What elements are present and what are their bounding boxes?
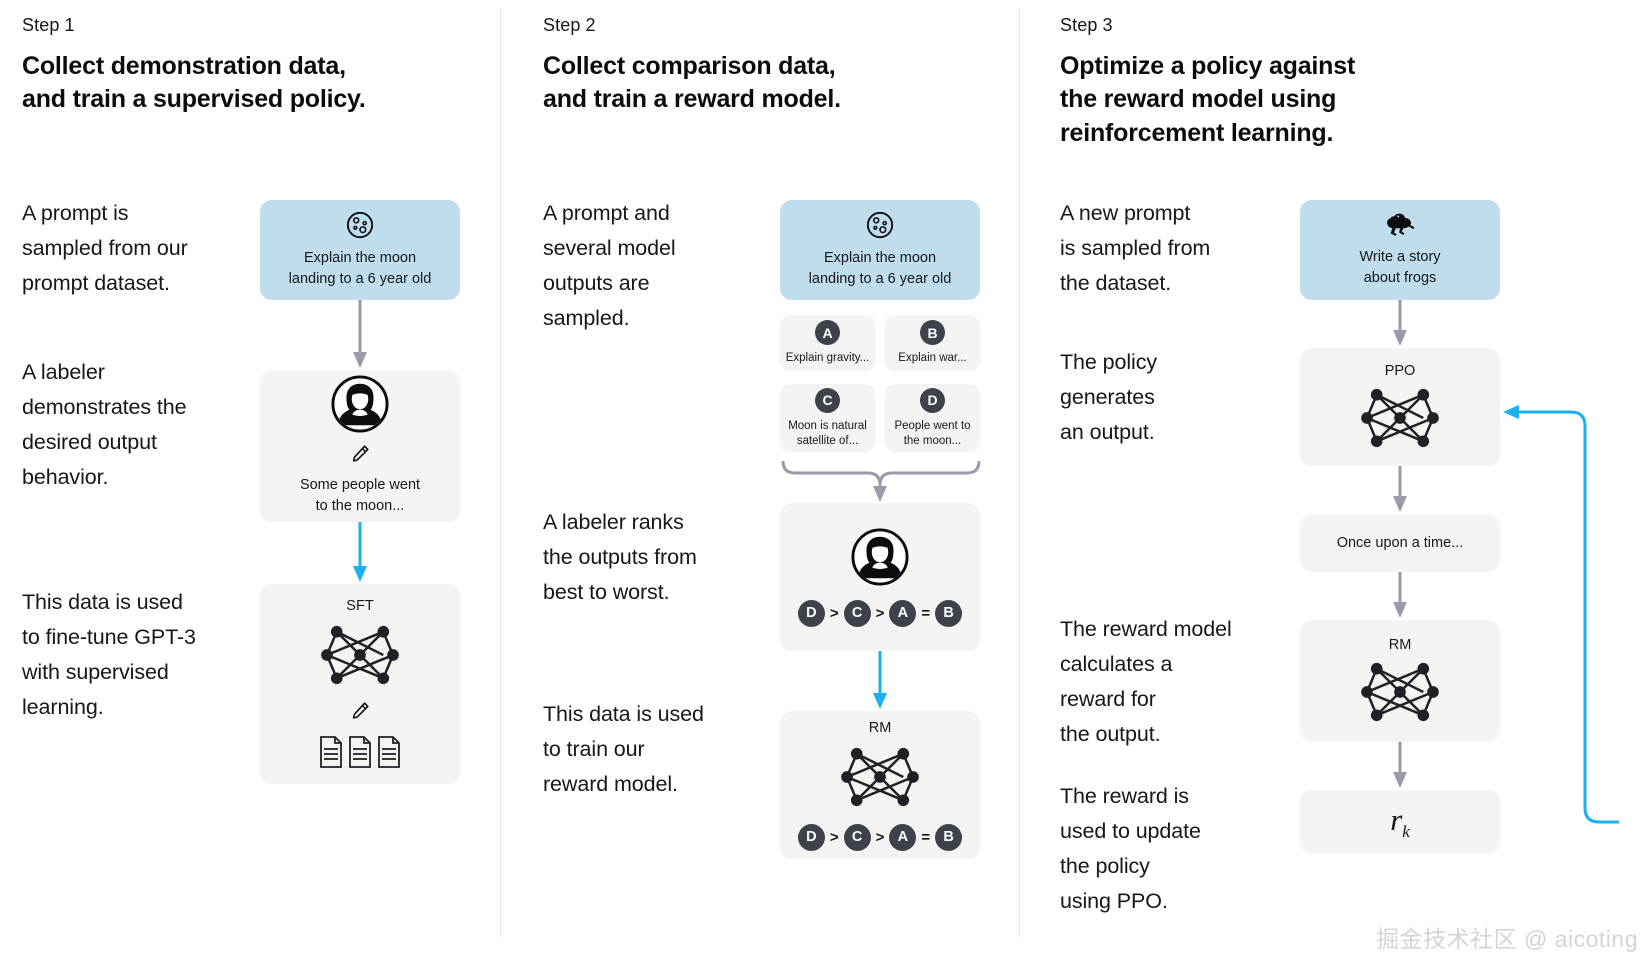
- step-2-paragraph-3: This data is used to train our reward mo…: [543, 702, 704, 797]
- rank-operator: >: [829, 604, 839, 622]
- step-1-paragraph-2: A labeler demonstrates the desired outpu…: [22, 360, 187, 490]
- rank-operator: >: [875, 828, 885, 846]
- pencil-icon: [352, 702, 369, 719]
- step-3-rm-card[interactable]: RM: [1300, 620, 1500, 742]
- neural-network-icon: [841, 747, 919, 806]
- frog-icon: [1387, 214, 1415, 237]
- option-text: Explain war...: [898, 352, 967, 365]
- step-2-merge-connector: [781, 460, 981, 502]
- option-text: Moon is natural satellite of...: [788, 419, 867, 447]
- step-3-ppo-title: PPO: [1384, 363, 1416, 379]
- step-2-option-a[interactable]: A Explain gravity...: [780, 315, 875, 371]
- rank-operator: =: [921, 828, 931, 846]
- option-letter-chip: D: [920, 387, 945, 413]
- option-letter-chip: A: [815, 320, 840, 346]
- step-2-paragraph-1: A prompt and several model outputs are s…: [543, 201, 676, 331]
- step-3-prompt-text: Write a story about frogs: [1359, 249, 1441, 286]
- step-1-prompt-card[interactable]: Explain the moon landing to a 6 year old: [260, 200, 460, 300]
- documents-icon: [320, 736, 400, 768]
- pencil-icon: [352, 445, 369, 463]
- step-2-ranking-row: D > C > A = B: [797, 599, 963, 627]
- step-1-labeler-card[interactable]: Some people went to the moon...: [260, 370, 460, 522]
- step-1-prompt-text: Explain the moon landing to a 6 year old: [288, 250, 432, 287]
- rank-chip: C: [843, 823, 871, 851]
- step-2-rm-title: RM: [868, 719, 892, 736]
- step-3-column: Step 3 Optimize a policy against the rew…: [1019, 0, 1646, 968]
- reward-symbol-base: r: [1390, 801, 1403, 837]
- rank-chip: B: [935, 599, 963, 627]
- step-3-rm-title: RM: [1388, 637, 1412, 653]
- step-3-paragraph-3: The reward model calculates a reward for…: [1060, 617, 1232, 747]
- step-2-prompt-text: Explain the moon landing to a 6 year old: [808, 250, 952, 287]
- rank-operator: >: [875, 604, 885, 622]
- step-3-output-text: Once upon a time...: [1336, 534, 1464, 551]
- step-3-paragraph-2: The policy generates an output.: [1060, 350, 1157, 445]
- step-3-paragraph-4: The reward is used to update the policy …: [1060, 784, 1201, 914]
- labeler-avatar: [851, 527, 909, 586]
- rank-chip: A: [889, 599, 917, 627]
- step-3-paragraph-1: A new prompt is sampled from the dataset…: [1060, 201, 1211, 296]
- step-3-ppo-card[interactable]: PPO: [1300, 348, 1500, 466]
- step-1-sft-title: SFT: [346, 598, 374, 614]
- step-2-paragraph-2: A labeler ranks the outputs from best to…: [543, 510, 697, 605]
- step-1-arrow-labeler-to-sft: [353, 522, 367, 582]
- step-1-labeler-text: Some people went to the moon...: [299, 477, 421, 514]
- option-letter-chip: B: [920, 320, 945, 346]
- option-text: People went to the moon...: [894, 419, 971, 447]
- option-text: Explain gravity...: [785, 352, 870, 365]
- step-3-label: Step 3: [1060, 15, 1113, 35]
- labeler-avatar: [331, 375, 389, 433]
- moon-icon: [346, 212, 374, 239]
- step-2-option-d[interactable]: D People went to the moon...: [885, 384, 980, 452]
- reward-symbol: rk: [1390, 802, 1410, 842]
- rank-operator: >: [829, 828, 839, 846]
- step-3-arrow-ppo-to-output: [1393, 466, 1407, 512]
- rank-chip: B: [935, 823, 963, 851]
- step-1-paragraph-1: A prompt is sampled from our prompt data…: [22, 201, 188, 296]
- step-3-reward-card[interactable]: rk: [1300, 790, 1500, 854]
- step-2-arrow-labeler-to-rm: [873, 651, 887, 709]
- step-2-label: Step 2: [543, 15, 596, 35]
- neural-network-icon: [1361, 388, 1439, 448]
- step-2-column: Step 2 Collect comparison data, and trai…: [500, 0, 1019, 968]
- step-3-arrow-prompt-to-ppo: [1393, 300, 1407, 346]
- step-1-paragraph-3: This data is used to fine-tune GPT-3 wit…: [22, 590, 196, 720]
- step-2-title: Collect comparison data, and train a rew…: [543, 52, 841, 114]
- step-1-title: Collect demonstration data, and train a …: [22, 52, 366, 114]
- rank-chip: D: [797, 599, 825, 627]
- step-2-option-b[interactable]: B Explain war...: [885, 315, 980, 371]
- step-3-arrow-output-to-rm: [1393, 572, 1407, 618]
- step-1-column: Step 1 Collect demonstration data, and t…: [0, 0, 500, 968]
- rank-operator: =: [921, 604, 931, 622]
- step-3-title: Optimize a policy against the reward mod…: [1060, 52, 1356, 147]
- step-3-output-card[interactable]: Once upon a time...: [1300, 514, 1500, 572]
- step-2-labeler-card[interactable]: D > C > A = B: [780, 503, 980, 651]
- neural-network-icon: [321, 625, 399, 685]
- option-letter-chip: C: [815, 387, 840, 413]
- step-1-arrow-prompt-to-labeler: [353, 300, 367, 368]
- column-divider-2: [1019, 8, 1020, 938]
- step-2-rm-card[interactable]: RM D > C: [780, 711, 980, 859]
- step-1-label: Step 1: [22, 15, 75, 35]
- step-2-rm-ranking-row: D > C > A = B: [797, 823, 963, 851]
- rank-chip: A: [889, 823, 917, 851]
- step-2-option-c[interactable]: C Moon is natural satellite of...: [780, 384, 875, 452]
- step-2-prompt-card[interactable]: Explain the moon landing to a 6 year old: [780, 200, 980, 300]
- moon-icon: [866, 212, 894, 239]
- step-3-arrow-rm-to-reward: [1393, 742, 1407, 788]
- step-1-sft-card[interactable]: SFT: [260, 584, 460, 784]
- step-3-prompt-card[interactable]: Write a story about frogs: [1300, 200, 1500, 300]
- rank-chip: C: [843, 599, 871, 627]
- watermark: 掘金技术社区 @ aicoting: [1376, 926, 1638, 952]
- reward-symbol-subscript: k: [1402, 822, 1410, 842]
- rank-chip: D: [797, 823, 825, 851]
- neural-network-icon: [1361, 662, 1439, 722]
- step-3-feedback-loop: [1503, 405, 1619, 824]
- column-divider-1: [500, 8, 501, 938]
